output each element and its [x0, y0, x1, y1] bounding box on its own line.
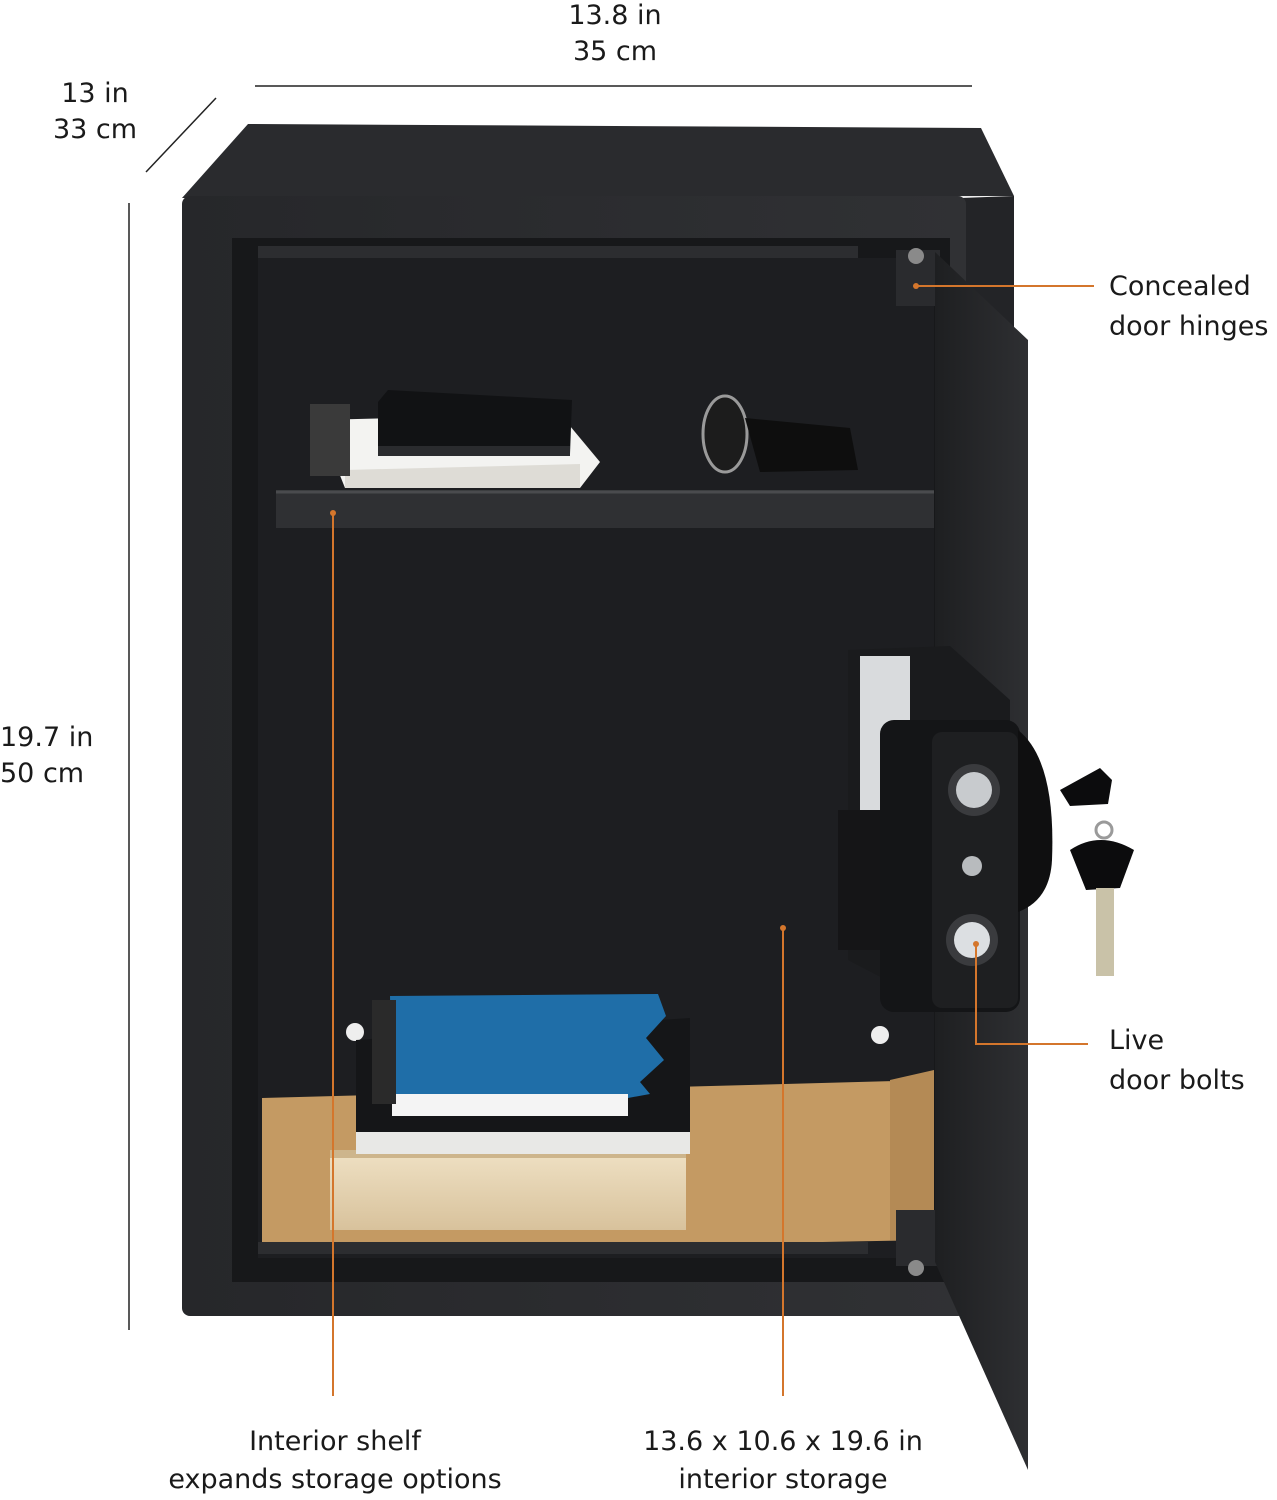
storage-line1: 13.6 x 10.6 x 19.6 in	[643, 1426, 923, 1457]
bolts-callout-line	[975, 944, 1088, 1045]
bolts-line2: door bolts	[1109, 1065, 1245, 1096]
safe-top	[182, 124, 1014, 198]
width-inches: 13.8 in	[568, 0, 662, 31]
storage-callout-label: 13.6 x 10.6 x 19.6 in interior storage	[628, 1423, 938, 1499]
height-inches: 19.7 in	[0, 722, 94, 753]
keys-icon	[1060, 768, 1134, 976]
lower-blue-notebook	[372, 994, 666, 1116]
upper-tablet	[378, 390, 572, 456]
storage-line2: interior storage	[678, 1464, 888, 1495]
bolts-callout-label: Live door bolts	[1109, 1021, 1269, 1101]
interior-shelf	[276, 490, 934, 528]
shelf-line2: expands storage options	[168, 1464, 502, 1495]
shelf-callout-label: Interior shelf expands storage options	[150, 1423, 520, 1499]
width-cm: 35 cm	[572, 36, 658, 67]
width-dimension-label: 13.8 in 35 cm	[520, 0, 710, 70]
top-hinge	[896, 248, 940, 306]
lower-book	[330, 1150, 686, 1230]
mount-hole-right	[871, 1026, 889, 1044]
shelf-line1: Interior shelf	[249, 1426, 421, 1457]
bolts-line1: Live	[1109, 1025, 1165, 1056]
hinges-callout-label: Concealed door hinges	[1109, 267, 1277, 347]
lock-mechanism	[838, 646, 1053, 1012]
height-dimension-label: 19.7 in 50 cm	[0, 720, 110, 792]
hinges-line2: door hinges	[1109, 311, 1269, 342]
depth-dimension-line	[145, 97, 217, 173]
bottom-rail	[258, 1242, 868, 1254]
depth-dimension-label: 13 in 33 cm	[40, 76, 150, 148]
mount-hole-left	[346, 1023, 364, 1041]
hinges-line1: Concealed	[1109, 271, 1251, 302]
top-rail	[258, 246, 858, 258]
bottom-hinge	[896, 1210, 940, 1276]
wristwatch	[701, 394, 858, 474]
height-cm: 50 cm	[0, 758, 85, 789]
indicator-icon	[962, 856, 982, 876]
depth-inches: 13 in	[61, 78, 129, 109]
depth-cm: 33 cm	[52, 114, 138, 145]
